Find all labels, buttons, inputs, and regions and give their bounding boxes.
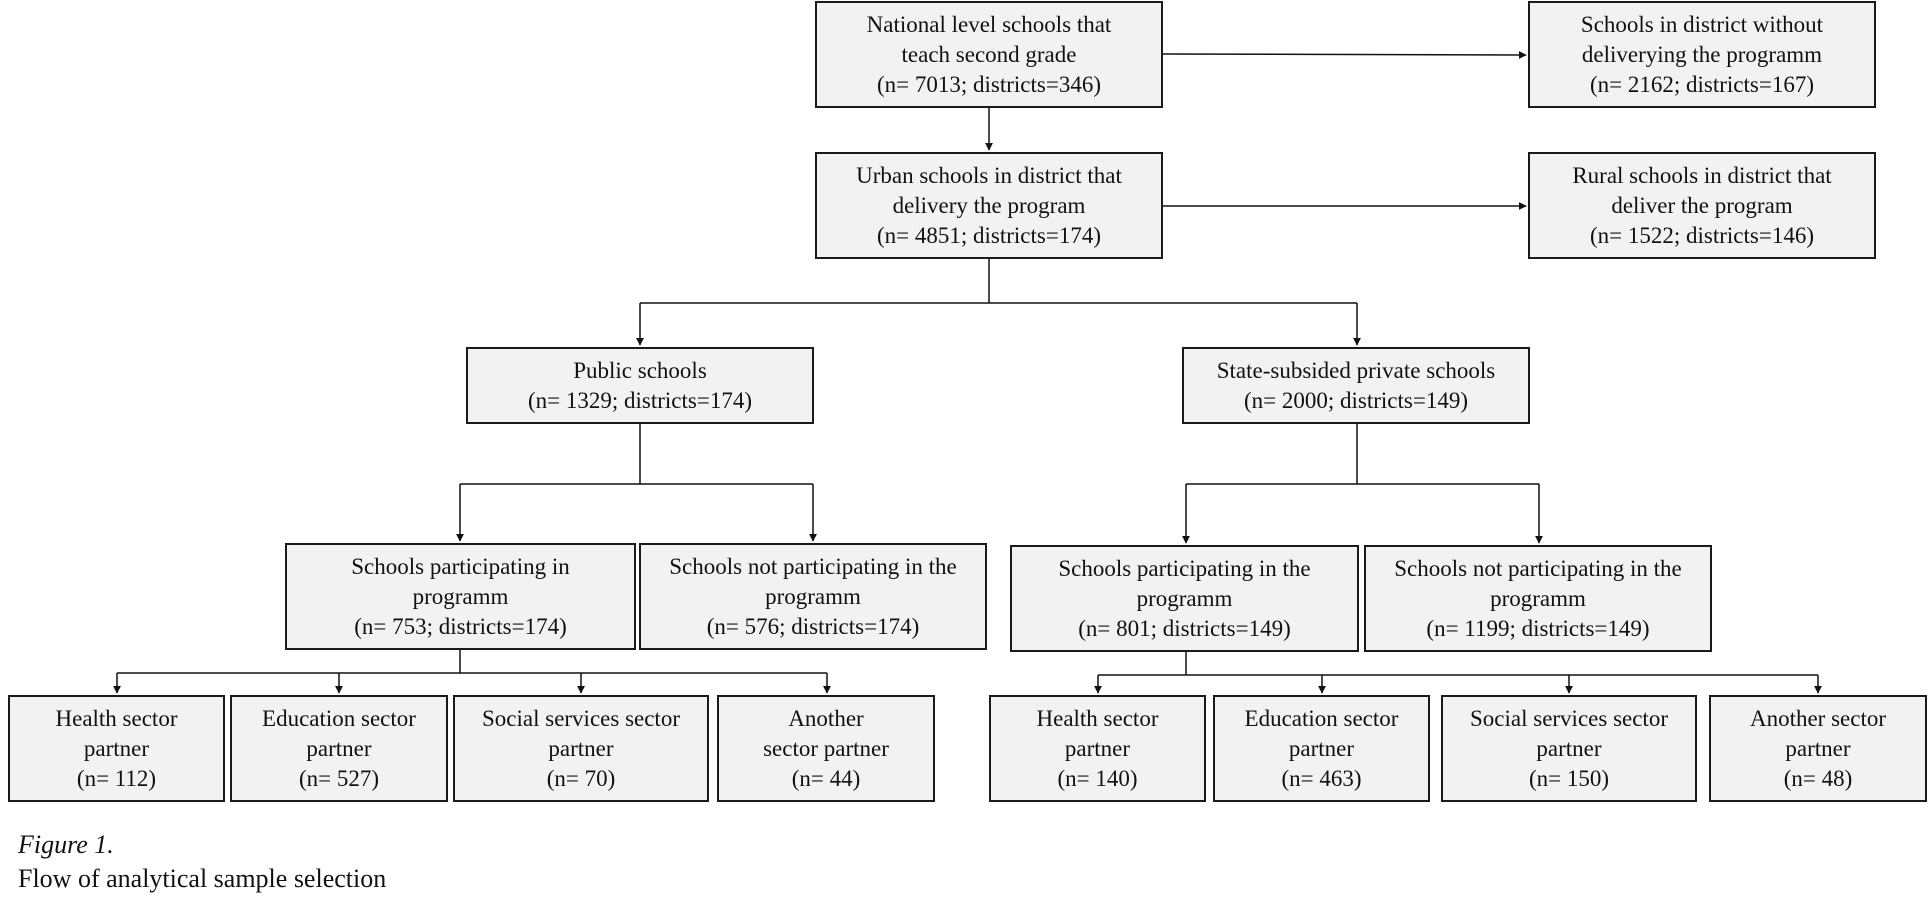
- node-private-participating: Schools participating in the programm (n…: [1010, 545, 1359, 652]
- node-private-schools: State-subsided private schools (n= 2000;…: [1182, 347, 1530, 424]
- node-public-health-partner: Health sector partner (n= 112): [8, 695, 225, 802]
- node-line: programm: [1136, 585, 1233, 611]
- node-line: Schools participating in: [351, 553, 570, 579]
- node-line: programm: [1490, 585, 1586, 611]
- figure-label: Figure 1.: [18, 830, 114, 859]
- node-private-another-partner: Another sector partner (n= 48): [1709, 695, 1927, 802]
- node-line: (n= 7013; districts=346): [877, 71, 1101, 97]
- node-line: partner: [548, 735, 614, 761]
- node-line: State-subsided private schools: [1216, 357, 1496, 383]
- node-line: Another sector: [1749, 705, 1887, 731]
- node-line: programm: [765, 583, 861, 609]
- node-line: (n= 4851; districts=174): [877, 222, 1101, 248]
- node-line: (n= 753; districts=174): [354, 613, 567, 639]
- node-urban-schools: Urban schools in district that delivery …: [815, 152, 1163, 259]
- node-line: (n= 1522; districts=146): [1590, 222, 1814, 248]
- node-public-schools: Public schools (n= 1329; districts=174): [466, 347, 814, 424]
- node-public-social-partner: Social services sector partner (n= 70): [453, 695, 709, 802]
- node-private-social-partner: Social services sector partner (n= 150): [1441, 695, 1697, 802]
- node-line: (n= 48): [1783, 765, 1853, 791]
- node-rural-schools: Rural schools in district that deliver t…: [1528, 152, 1876, 259]
- node-line: (n= 150): [1528, 765, 1610, 791]
- node-line: Schools participating in the: [1058, 555, 1311, 581]
- node-line: (n= 70): [546, 765, 616, 791]
- node-line: deliverying the programm: [1581, 41, 1823, 67]
- node-line: delivery the program: [892, 192, 1086, 218]
- node-line: (n= 801; districts=149): [1078, 615, 1291, 641]
- node-line: Public schools: [573, 357, 707, 383]
- node-line: sector partner: [763, 735, 889, 761]
- node-line: Social services sector: [1470, 705, 1668, 731]
- node-line: Rural schools in district that: [1572, 162, 1832, 188]
- node-public-participating: Schools participating in programm (n= 75…: [285, 543, 636, 650]
- node-line: partner: [1536, 735, 1602, 761]
- node-line: Schools not participating in the: [669, 553, 957, 579]
- node-line: (n= 527): [298, 765, 380, 791]
- node-line: partner: [1288, 735, 1355, 761]
- node-line: partner: [83, 735, 150, 761]
- node-line: National level schools that: [866, 11, 1112, 37]
- node-line: partner: [1064, 735, 1131, 761]
- node-private-not-participating: Schools not participating in the program…: [1364, 545, 1712, 652]
- node-line: (n= 1329; districts=174): [528, 387, 752, 413]
- node-line: Social services sector: [482, 705, 680, 731]
- node-schools-without-program: Schools in district without deliverying …: [1528, 1, 1876, 108]
- node-line: (n= 1199; districts=149): [1426, 615, 1650, 641]
- node-line: (n= 576; districts=174): [706, 613, 920, 639]
- figure-title: Flow of analytical sample selection: [18, 864, 387, 893]
- node-line: Urban schools in district that: [856, 162, 1122, 188]
- node-line: (n= 112): [76, 765, 157, 791]
- node-line: partner: [306, 735, 372, 761]
- node-line: (n= 2162; districts=167): [1590, 71, 1814, 97]
- node-line: teach second grade: [901, 41, 1077, 67]
- node-private-education-partner: Education sector partner (n= 463): [1213, 695, 1430, 802]
- node-line: programm: [412, 583, 509, 609]
- node-line: (n= 2000; districts=149): [1244, 387, 1468, 413]
- node-line: (n= 463): [1281, 765, 1362, 791]
- node-public-another-partner: Another sector partner (n= 44): [717, 695, 935, 802]
- node-public-education-partner: Education sector partner (n= 527): [230, 695, 448, 802]
- node-national-schools: National level schools that teach second…: [815, 1, 1163, 108]
- node-line: Schools in district without: [1580, 11, 1824, 37]
- node-line: Education sector: [1244, 705, 1399, 731]
- node-line: Schools not participating in the: [1394, 555, 1682, 581]
- node-line: Education sector: [262, 705, 416, 731]
- arrow-national-to-without: [1162, 50, 1527, 59]
- node-private-health-partner: Health sector partner (n= 140): [989, 695, 1206, 802]
- node-line: Health sector: [55, 705, 178, 731]
- node-line: (n= 44): [791, 765, 861, 791]
- node-line: deliver the program: [1611, 192, 1793, 218]
- node-line: Another: [788, 705, 864, 731]
- node-line: partner: [1785, 735, 1851, 761]
- node-line: (n= 140): [1057, 765, 1138, 791]
- node-public-not-participating: Schools not participating in the program…: [639, 543, 987, 650]
- node-line: Health sector: [1036, 705, 1159, 731]
